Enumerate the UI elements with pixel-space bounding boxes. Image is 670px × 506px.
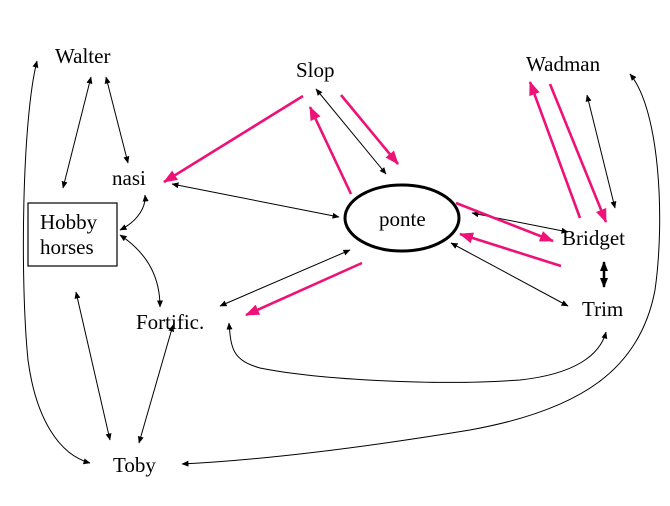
- arrow-walter-toby: [22, 60, 91, 465]
- arrow-wadman-bridget: [585, 94, 617, 209]
- node-toby: Toby: [113, 453, 156, 477]
- arrow-walter-hobby: [61, 76, 93, 189]
- node-hobby-line1: Hobby: [40, 210, 98, 234]
- node-walter: Walter: [55, 44, 110, 68]
- arrow-nasi-ponte: [171, 182, 340, 219]
- node-fortific: Fortific.: [136, 310, 204, 334]
- arrow-ponte-trim: [450, 242, 569, 307]
- arrow-wadman-toby: [181, 73, 661, 467]
- node-bridget: Bridget: [562, 226, 625, 250]
- node-slop: Slop: [296, 58, 335, 82]
- node-hobby-line2: horses: [40, 235, 94, 259]
- red-arrow-bridget-to-ponte: [459, 232, 562, 268]
- arrow-slop-ponte: [315, 88, 387, 175]
- red-arrow-slop-to-ponte: [339, 94, 400, 165]
- arrow-fortific-trim: [226, 322, 608, 383]
- node-ponte: ponte: [379, 207, 426, 231]
- node-trim: Trim: [582, 297, 623, 321]
- red-arrow-bridget-to-wadman: [528, 81, 582, 219]
- red-arrow-wadman-to-bridget: [548, 83, 608, 223]
- red-arrow-slop-to-nasi: [163, 94, 304, 184]
- arrow-walter-nasi: [104, 76, 130, 164]
- node-wadman: Wadman: [526, 52, 601, 76]
- arrow-hobby-toby: [74, 291, 112, 441]
- arrow-fortific-toby: [137, 324, 175, 444]
- arrow-hobby-nasi: [119, 194, 149, 231]
- arrow-hobby-fortific: [119, 234, 163, 308]
- red-arrow-ponte-to-fortific: [245, 261, 363, 317]
- red-arrow-ponte-to-slop: [308, 106, 353, 195]
- red-arrow-ponte-to-bridget: [455, 201, 554, 243]
- node-nasi: nasi: [112, 166, 146, 190]
